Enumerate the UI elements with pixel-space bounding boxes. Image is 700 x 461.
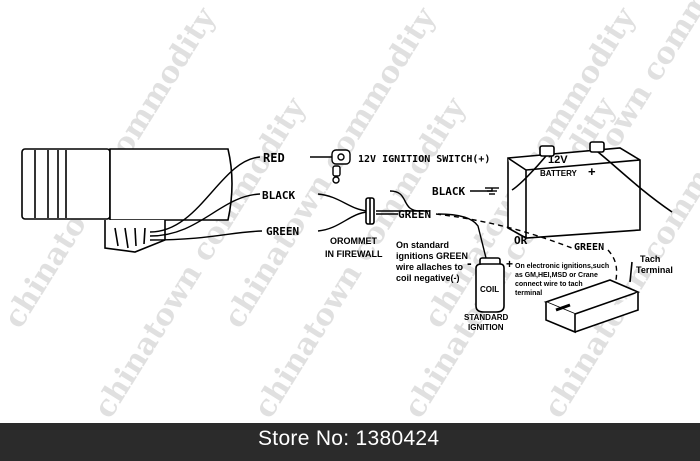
electronic-note-line3: connect wire to tach bbox=[515, 281, 583, 288]
gauge-body bbox=[21, 148, 233, 253]
footer-bar bbox=[0, 423, 700, 461]
battery-label: BATTERY bbox=[540, 169, 578, 178]
standard-note-line2: ignitions GREEN bbox=[396, 251, 468, 261]
standard-note-line1: On standard bbox=[396, 240, 449, 250]
grommet-label-line2: IN FIREWALL bbox=[325, 249, 383, 259]
dashed-wires bbox=[435, 213, 618, 281]
coil-icon bbox=[475, 257, 505, 313]
electronic-note-line1: On electronic ignitions,such bbox=[515, 263, 609, 270]
electronic-note-line4: terminal bbox=[515, 290, 542, 297]
coil-label: COIL bbox=[480, 285, 499, 294]
wire-label-red: RED bbox=[263, 151, 285, 165]
wire-label-green-tach: GREEN bbox=[574, 242, 604, 253]
coil-caption-line2: IGNITION bbox=[468, 323, 504, 332]
tach-label-line1: Tach bbox=[640, 254, 660, 264]
coil-minus: - bbox=[467, 255, 472, 271]
grommet-label-line1: OROMMET bbox=[330, 236, 377, 246]
ignition-switch-icon bbox=[331, 149, 351, 184]
or-label: OR bbox=[514, 234, 528, 247]
wire-label-black-gauge: BLACK bbox=[262, 189, 295, 202]
coil-caption-line1: STANDARD bbox=[464, 313, 509, 322]
wire-label-green-gauge: GREEN bbox=[266, 225, 299, 238]
electronic-note-line2: as GM,HEI,MSD or Crane bbox=[515, 272, 598, 279]
diagram-canvas: chinatown commodity chinatown commodity … bbox=[0, 0, 700, 423]
coil-plus: + bbox=[506, 257, 513, 271]
gauge-wires bbox=[149, 156, 493, 259]
grommet bbox=[365, 197, 375, 225]
battery-plus: + bbox=[588, 164, 596, 179]
tach-box-icon bbox=[543, 261, 641, 334]
standard-note-line3: wire allaches to bbox=[395, 262, 464, 272]
battery-voltage: 12V bbox=[548, 154, 568, 166]
tach-label-line2: Terminal bbox=[636, 265, 673, 275]
wire-label-black-battery: BLACK bbox=[432, 185, 465, 198]
battery-icon bbox=[507, 141, 673, 239]
ignition-switch-label: 12V IGNITION SWITCH(+) bbox=[358, 154, 490, 165]
standard-note-line4: coil negative(-) bbox=[396, 273, 460, 283]
ground-icon bbox=[485, 187, 499, 195]
store-number: Store No: 1380424 bbox=[258, 427, 440, 450]
wire-label-green-coil: GREEN bbox=[398, 208, 431, 221]
